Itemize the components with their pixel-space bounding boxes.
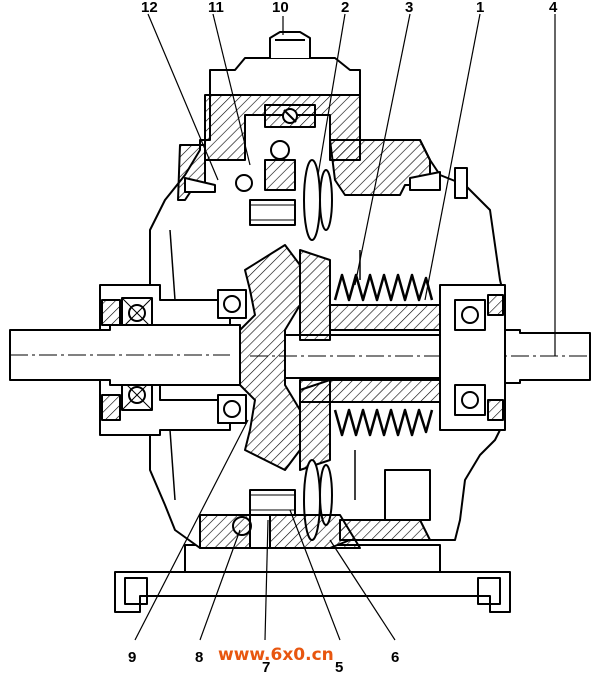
breather-cap xyxy=(269,31,311,58)
base-foot xyxy=(114,571,511,613)
watermark-text: www.6x0.cn xyxy=(218,645,334,665)
label-4: 4 xyxy=(549,0,558,16)
label-6: 6 xyxy=(391,649,399,666)
left-bearing-top xyxy=(121,297,153,329)
label-11: 11 xyxy=(208,0,224,16)
label-7: 7 xyxy=(262,659,270,676)
spring-bottom xyxy=(333,408,434,437)
label-2: 2 xyxy=(341,0,349,16)
label-10: 10 xyxy=(272,0,289,16)
label-8: 8 xyxy=(195,649,203,666)
leader-lines xyxy=(134,13,556,641)
spring-top xyxy=(333,273,434,302)
label-9: 9 xyxy=(128,649,136,666)
label-1: 1 xyxy=(476,0,484,16)
label-12: 12 xyxy=(141,0,158,16)
inner-bearing-bottom xyxy=(217,394,247,424)
label-5: 5 xyxy=(335,659,343,676)
inner-bearing-top xyxy=(217,289,247,319)
label-3: 3 xyxy=(405,0,413,16)
